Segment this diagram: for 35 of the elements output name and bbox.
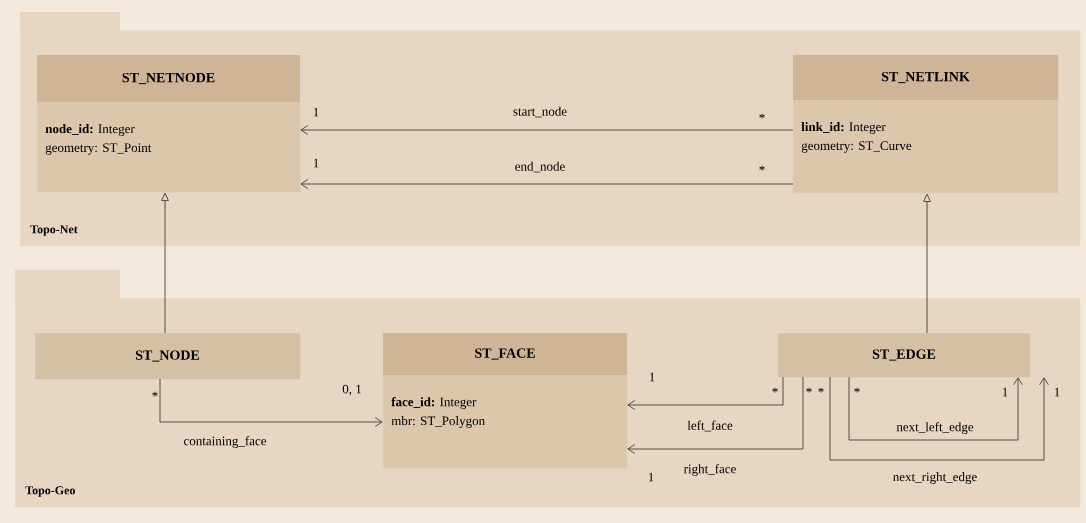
class-box: ST_EDGE [778,333,1031,378]
multiplicity: * [818,387,824,393]
association-arrow [829,376,1049,461]
multiplicity: 1 [1054,387,1060,397]
multiplicity: * [854,387,860,393]
class-box: ST_NODE [35,333,301,380]
multiplicity: * [759,113,765,119]
generalization-arrow [923,193,931,334]
edge-label: next_right_edge [893,472,977,484]
multiplicity: 1 [313,107,319,117]
multiplicity: * [772,387,778,393]
multiplicity: 1 [648,472,654,482]
class-box: ST_FACE face_id: Integer mbr: ST_Polygon [383,333,628,469]
association-arrow [848,376,1023,441]
edge-label: end_node [515,161,565,173]
association-arrow [159,378,383,427]
class-box: ST_NETNODE node_id: Integer geometry: ST_Point [37,55,301,193]
multiplicity: * [152,391,158,397]
multiplicity: 1 [649,372,655,382]
edge-label: start_node [513,106,567,118]
association-arrow [300,125,794,135]
association-arrow [627,376,804,454]
generalization-arrow [161,192,169,334]
association-arrow [627,376,784,410]
class-box: ST_NETLINK link_id: Integer geometry: ST_Curve [793,55,1059,194]
multiplicity: * [806,387,812,393]
multiplicity: * [759,165,765,171]
edge-label: left_face [687,420,733,432]
edge-label: right_face [683,464,736,476]
multiplicity: 1 [313,158,319,168]
edge-label: next_left_edge [896,422,974,434]
edge-label: containing_face [184,436,267,448]
multiplicity: 0, 1 [342,384,361,396]
association-arrow [300,179,794,189]
multiplicity: 1 [1002,387,1008,397]
